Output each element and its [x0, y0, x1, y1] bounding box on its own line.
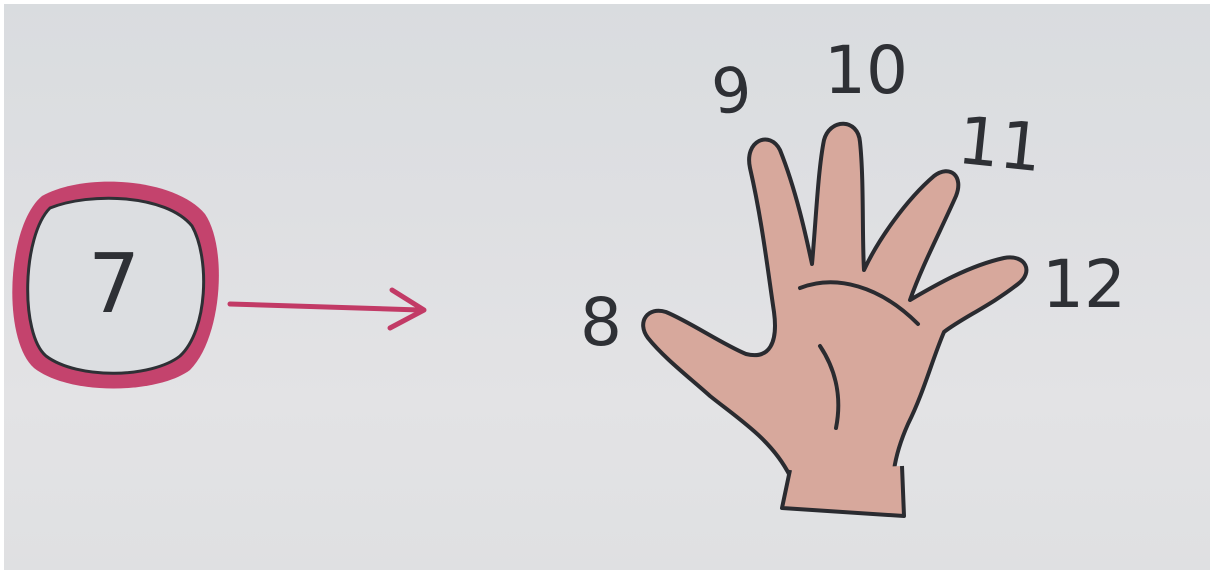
- pinky-finger-number: 12: [1042, 252, 1126, 318]
- start-number: 7: [88, 244, 140, 326]
- middle-finger-number: 10: [824, 38, 908, 104]
- index-finger-number: 9: [709, 58, 755, 124]
- hand-icon: [643, 124, 1026, 516]
- thumb-number: 8: [580, 290, 622, 356]
- right-arrow-icon: [230, 290, 424, 328]
- ring-finger-number: 11: [955, 108, 1045, 182]
